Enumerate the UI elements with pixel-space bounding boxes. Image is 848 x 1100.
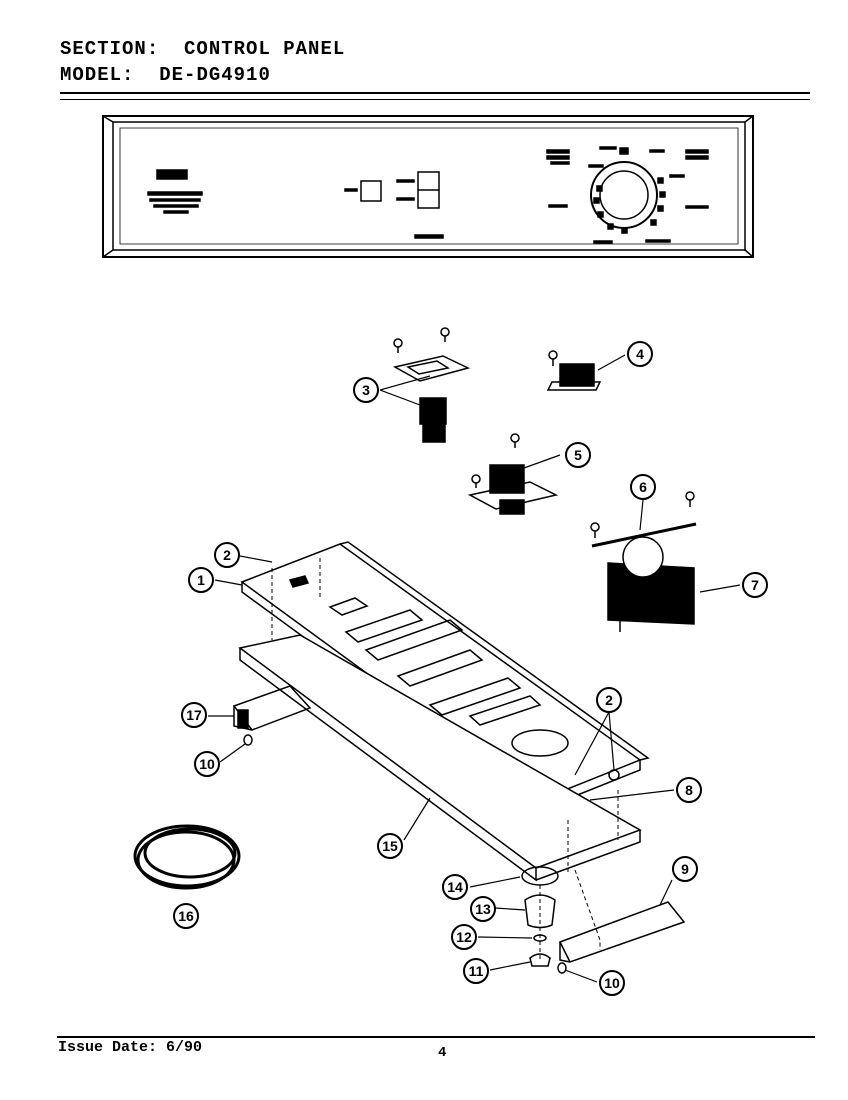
- footer-rule: [57, 1036, 815, 1038]
- page-number: 4: [438, 1045, 447, 1061]
- callout-4: 4: [627, 341, 653, 367]
- section-value: CONTROL PANEL: [184, 38, 346, 60]
- callout-label: 7: [751, 577, 759, 593]
- header-rule-thick: [60, 92, 810, 94]
- callout-label: 9: [681, 861, 689, 877]
- callout-2-2: 2: [596, 687, 622, 713]
- callout-label: 10: [199, 756, 215, 772]
- callout-9: 9: [672, 856, 698, 882]
- section-label: SECTION:: [60, 38, 160, 60]
- callout-10: 10: [194, 751, 220, 777]
- callout-15: 15: [377, 833, 403, 859]
- callout-12: 12: [451, 924, 477, 950]
- leader-lines: [208, 354, 741, 983]
- callout-label: 4: [636, 346, 644, 362]
- header-rule-thin: [60, 99, 810, 100]
- start-button-illustration: [360, 180, 382, 202]
- part-side-bracket: [232, 685, 312, 731]
- callout-label: 13: [475, 901, 491, 917]
- callout-16: 16: [173, 903, 199, 929]
- callout-label: 2: [605, 692, 613, 708]
- callout-2: 2: [214, 542, 240, 568]
- callout-7: 7: [742, 572, 768, 598]
- callout-11: 11: [463, 958, 489, 984]
- guide-lines: [271, 558, 619, 960]
- callout-label: 17: [186, 707, 202, 723]
- callout-1: 1: [188, 567, 214, 593]
- callout-label: 12: [456, 929, 472, 945]
- callout-10-2: 10: [599, 970, 625, 996]
- callout-label: 11: [469, 963, 484, 979]
- part-wire-harness: [133, 824, 241, 890]
- callout-label: 8: [685, 782, 693, 798]
- part-terminal-board: [467, 433, 559, 515]
- part-timer: [607, 536, 695, 632]
- issue-date: Issue Date: 6/90: [58, 1039, 203, 1056]
- model-value: DE-DG4910: [159, 64, 271, 86]
- callout-label: 6: [639, 479, 647, 495]
- callout-13: 13: [470, 896, 496, 922]
- callout-label: 3: [362, 382, 370, 398]
- callout-8: 8: [676, 777, 702, 803]
- part-ground-strap: [590, 491, 697, 548]
- callout-label: 16: [178, 908, 194, 924]
- callout-label: 5: [574, 447, 582, 463]
- timer-dial-illustration: [546, 146, 709, 244]
- callout-3: 3: [353, 377, 379, 403]
- callout-label: 10: [604, 975, 620, 991]
- control-panel-front-illustration: [102, 115, 754, 258]
- model-heading: MODEL: DE-DG4910: [60, 64, 271, 86]
- callout-14: 14: [442, 874, 468, 900]
- model-label: MODEL:: [60, 64, 135, 86]
- callout-label: 14: [447, 879, 463, 895]
- callout-label: 15: [382, 838, 398, 854]
- part-start-switch: [546, 350, 602, 391]
- callout-6: 6: [630, 474, 656, 500]
- callout-5: 5: [565, 442, 591, 468]
- callout-17: 17: [181, 702, 207, 728]
- part-selector-switch: [392, 327, 471, 443]
- brand-logo: [156, 169, 188, 180]
- section-heading: SECTION: CONTROL PANEL: [60, 38, 345, 60]
- part-end-cap: [558, 901, 686, 963]
- part-rear-panel: [238, 634, 642, 886]
- callout-label: 1: [197, 572, 205, 588]
- callout-label: 2: [223, 547, 231, 563]
